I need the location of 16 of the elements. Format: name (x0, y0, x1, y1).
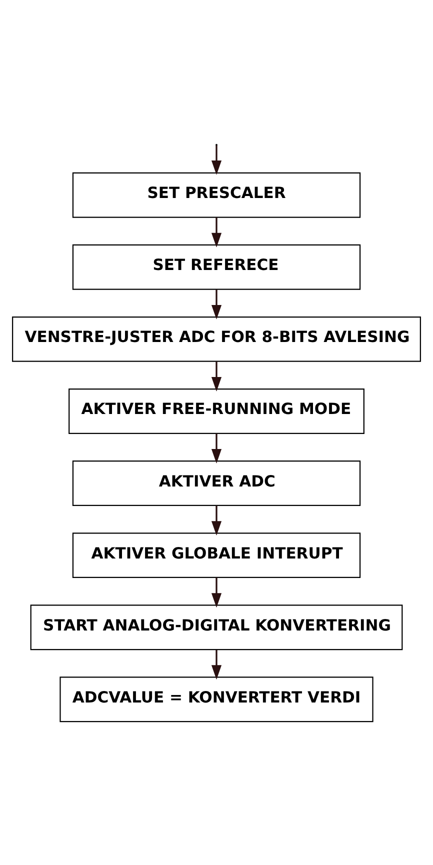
arrow (211, 217, 222, 247)
node-box: SET REFERECE (72, 244, 361, 290)
arrow (211, 361, 222, 391)
arrow (211, 649, 222, 680)
node-box: ADCVALUE = KONVERTERT VERDI (60, 676, 374, 722)
arrow (211, 289, 222, 319)
node-box: VENSTRE-JUSTER ADC FOR 8-BITS AVLESING (12, 316, 421, 362)
node-box: AKTIVER ADC (72, 460, 361, 506)
arrow (211, 577, 222, 608)
arrow (211, 433, 222, 463)
node-box: START ANALOG-DIGITAL KONVERTERING (30, 604, 403, 650)
arrow (211, 144, 222, 174)
node-box: AKTIVER FREE-RUNNING MODE (68, 388, 364, 434)
arrow (211, 505, 222, 536)
node-box: SET PRESCALER (72, 172, 361, 218)
node-box: AKTIVER GLOBALE INTERUPT (72, 532, 361, 578)
